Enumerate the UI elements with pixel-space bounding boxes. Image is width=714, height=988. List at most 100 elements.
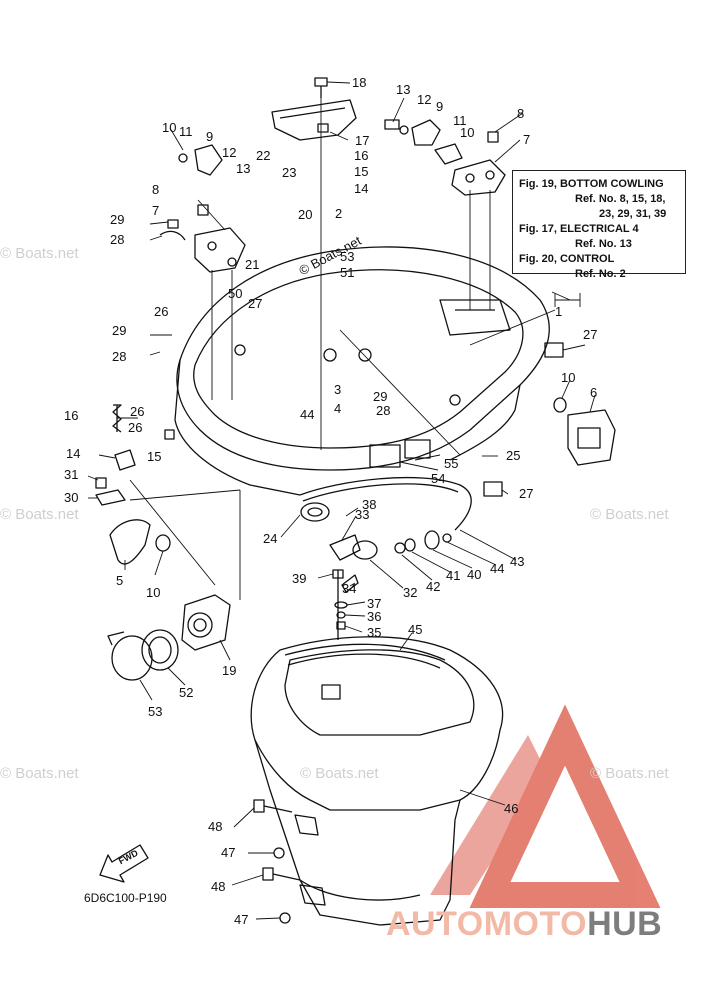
callout-number: 10: [460, 125, 475, 140]
watermark: © Boats.net: [0, 765, 79, 782]
callout-number: 9: [206, 129, 214, 144]
callout-number: 26: [128, 420, 143, 435]
callout-number: 10: [162, 120, 177, 135]
callout-number: 27: [519, 486, 534, 501]
callout-number: 14: [66, 446, 81, 461]
diagram-code: 6D6C100-P190: [84, 891, 167, 905]
callout-number: 3: [334, 382, 342, 397]
callout-number: 16: [354, 148, 369, 163]
callout-number: 54: [431, 471, 446, 486]
callout-number: 26: [154, 304, 169, 319]
callout-number: 2: [335, 206, 343, 221]
bottom-fasteners: [253, 799, 326, 924]
callout-number: 13: [396, 82, 411, 97]
callout-number: 8: [152, 182, 160, 197]
callout-number: 31: [64, 467, 79, 482]
callout-number: 53: [340, 249, 355, 264]
callout-number: 16: [64, 408, 79, 423]
left-control-parts: [107, 519, 231, 681]
callout-number: 29: [110, 212, 125, 227]
ref-line: 23, 29, 31, 39: [599, 208, 667, 220]
callout-number: 12: [222, 145, 237, 160]
brand-part2: HUB: [587, 905, 663, 943]
callout-number: 47: [234, 912, 249, 927]
ref-line: Ref. No. 13: [575, 238, 632, 250]
callout-number: 36: [367, 609, 382, 624]
leader-lines: [87, 81, 596, 920]
callout-number: 21: [245, 257, 260, 272]
right-side-parts: [483, 342, 616, 497]
callout-number: 41: [446, 568, 461, 583]
callout-number: 37: [367, 596, 382, 611]
callout-number: 5: [116, 573, 124, 588]
callout-number: 44: [300, 407, 315, 422]
bottom-cowling-lower: [250, 636, 504, 926]
ref-line: Ref. No. 2: [575, 268, 626, 280]
callout-number: 53: [148, 704, 163, 719]
part-18-bolt: [314, 77, 328, 98]
callout-number: 55: [444, 456, 459, 471]
callout-number: 8: [517, 106, 525, 121]
flush-connector: [329, 530, 452, 561]
ref-line: Fig. 19, BOTTOM COWLING: [519, 178, 664, 190]
watermark: © Boats.net: [0, 245, 79, 262]
callout-number: 46: [504, 801, 519, 816]
part-17-crest: [271, 99, 357, 141]
callout-number: 10: [146, 585, 161, 600]
ref-line: Ref. No. 8, 15, 18,: [575, 193, 666, 205]
callout-number: 9: [436, 99, 444, 114]
callout-number: 52: [179, 685, 194, 700]
callout-number: 24: [263, 531, 278, 546]
callout-number: 42: [426, 579, 441, 594]
brand-logo-text: AUTOMOTOHUB: [386, 905, 662, 944]
callout-number: 33: [355, 507, 370, 522]
right-bracket-assembly: [384, 119, 506, 196]
watermark: © Boats.net: [590, 506, 669, 523]
callout-number: 7: [152, 203, 160, 218]
callout-number: 22: [256, 148, 271, 163]
fastener-stack: [332, 569, 359, 640]
callout-number: 27: [248, 296, 263, 311]
callout-number: 1: [555, 304, 563, 319]
part-45-gasket: [284, 643, 446, 669]
callout-number: 23: [282, 165, 297, 180]
callout-number: 15: [147, 449, 162, 464]
callout-number: 45: [408, 622, 423, 637]
brand-part1: AUTOMOTO: [386, 905, 588, 943]
bottom-cowling-upper: [174, 246, 550, 496]
callout-number: 17: [355, 133, 370, 148]
callout-number: 47: [221, 845, 236, 860]
callout-number: 48: [208, 819, 223, 834]
reference-box: Fig. 19, BOTTOM COWLING Ref. No. 8, 15, …: [512, 170, 686, 280]
callout-number: 25: [506, 448, 521, 463]
callout-number: 19: [222, 663, 237, 678]
callout-number: 18: [352, 75, 367, 90]
callout-number: 27: [583, 327, 598, 342]
left-side-fasteners: [95, 404, 175, 506]
callout-number: 7: [523, 132, 531, 147]
callout-number: 35: [367, 625, 382, 640]
callout-number: 48: [211, 879, 226, 894]
callout-number: 38: [362, 497, 377, 512]
callout-number: 28: [376, 403, 391, 418]
callout-number: 6: [590, 385, 598, 400]
callout-number: 10: [561, 370, 576, 385]
callout-number: 28: [112, 349, 127, 364]
callout-number: 11: [453, 113, 467, 128]
callout-number: 20: [298, 207, 313, 222]
callout-number: 40: [467, 567, 482, 582]
callout-number: 15: [354, 164, 369, 179]
ref-line: Fig. 20, CONTROL: [519, 253, 615, 265]
callout-number: 32: [403, 585, 418, 600]
callout-number: 11: [179, 124, 193, 139]
callout-number: 14: [354, 181, 369, 196]
ref-line: Fig. 17, ELECTRICAL 4: [519, 223, 639, 235]
callout-number: 30: [64, 490, 79, 505]
callout-number: 39: [292, 571, 307, 586]
callout-number: 29: [112, 323, 127, 338]
watermark: © Boats.net: [300, 765, 379, 782]
left-bracket-assembly: [159, 144, 246, 273]
callout-number: 28: [110, 232, 125, 247]
callout-number: 29: [373, 389, 388, 404]
